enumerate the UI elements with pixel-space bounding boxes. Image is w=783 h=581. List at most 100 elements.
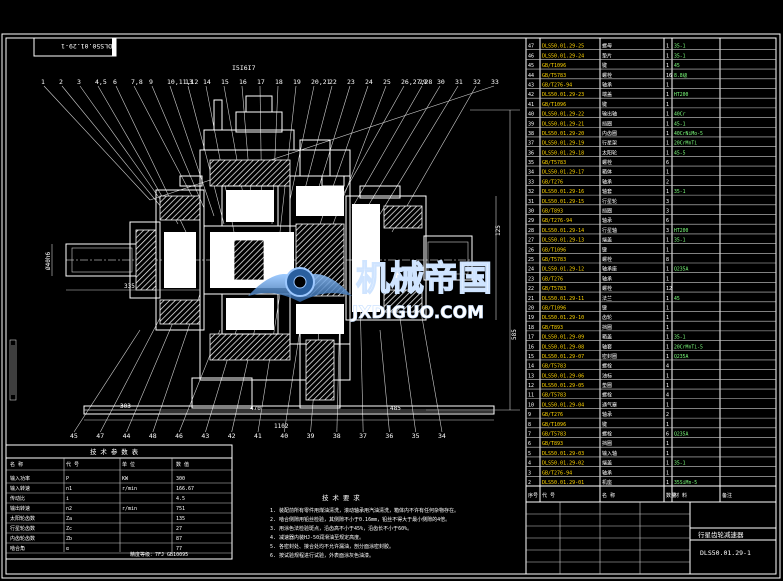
tech-cell: Za [66,516,72,522]
bom-cell: 39 [528,121,534,127]
balloon-leader [289,85,315,201]
balloon-number: 7,8 [131,78,143,86]
top-drawing-number-box: DLS50.01.29-1 [33,37,117,57]
balloon-leader [351,85,423,209]
tech-cell: 传动比 [10,495,25,502]
balloon-number: 38 [333,432,341,440]
bom-cell: 20CrMnTi-5 [674,344,703,350]
bom-cell: DLS50.01.29-21 [542,121,584,127]
bom-cell: 1 [666,92,669,98]
dim-H1: 585 [511,329,518,340]
bom-cell: GB/T5783 [542,432,566,438]
balloon-number: 22 [329,78,337,86]
bom-cell: 键 [602,421,607,428]
dim-L1: 335 [124,283,135,290]
bom-cell: 8 [528,422,531,428]
bom-cell: Q235A [674,432,689,438]
tech-header-cell: 单 位 [122,461,135,468]
balloon-number: 3 [77,78,81,86]
bom-cell: DLS50.01.29-13 [542,238,584,244]
bom-cell: 密封圈 [602,353,617,360]
bom-cell: 垫圈 [602,382,612,389]
bom-cell: 螺栓 [602,256,612,263]
bom-cell: DLS50.01.29-04 [542,402,584,408]
bom-cell: 37 [528,141,534,147]
tech-requirements: 技 术 要 求 1. 装配前所有零件用煤油清洗，滚动轴承用汽油清洗，箱体内不许有… [270,493,459,559]
bom-cell: 22 [528,286,534,292]
tech-cell: 77 [176,546,182,552]
housing-foot-right [299,329,341,409]
bom-cell: 35-1 [674,189,686,195]
bom-cell: 4 [528,461,531,467]
tech-cell: 输出转速 [10,505,30,512]
tech-cell: r/min [122,506,137,512]
tech-cell: 751 [176,506,185,512]
balloon-leader [43,85,151,201]
balloon-number: 36 [385,432,393,440]
title-block-name: 行星齿轮减速器 [698,530,744,539]
bom-cell: GB/T5783 [542,73,566,79]
bom-cell: DLS50.01.29-09 [542,335,584,341]
bom-cell: 太阳轮 [602,149,617,156]
bom-cell: 端盖 [602,91,612,98]
bom-cell: 16 [528,344,534,350]
watermark-en: JXDIGUO.COM [351,303,484,323]
bom-cell: 6 [666,160,669,166]
bom-cell: 4 [666,364,669,370]
bom-cell: DLS50.01.29-07 [542,354,584,360]
balloon-number: 4,5 [95,78,107,86]
bom-cell: 挡圈 [602,324,612,331]
bom-cell: 1 [666,335,669,341]
bom-cell: DLS50.01.29-01 [542,480,584,486]
bom-cell: 1 [666,296,669,302]
bom-cell: 螺栓 [602,363,612,370]
bom-cell: 24 [528,267,534,273]
dimension-lines: Ø40h6 335 303 470 1102 485 585 125 [45,109,520,430]
balloon-leader [339,85,405,201]
balloon-number: 43 [201,432,209,440]
balloon-number: 1 [41,78,45,86]
bom-cell: 1 [666,121,669,127]
output-shaft [423,235,473,281]
bom-cell: HT200 [674,92,689,98]
bom-cell: 1 [666,170,669,176]
bom-cell: GB/T893 [542,441,563,447]
bom-cell: 2 [666,412,669,418]
bom-cell: 45-1 [674,121,686,127]
bom-cell: 1 [666,102,669,108]
bom-cell: 3 [666,228,669,234]
balloon-number: 15 [221,78,229,86]
bom-cell: 35-1 [674,461,686,467]
bom-cell: 20 [528,305,534,311]
balloon-number: 40 [280,432,288,440]
bom-cell: 17 [528,335,534,341]
balloon-number: 31 [455,78,463,86]
bom-cell: DLS50.01.29-11 [542,296,584,302]
bom-cell: 1 [666,247,669,253]
bom-cell: 40CrNiMo-5 [674,131,703,137]
balloon-number: 37 [359,432,367,440]
bom-cell: 34 [528,170,534,176]
balloon-number: 6 [113,78,117,86]
balloon-leader [283,329,301,433]
balloon-number: 47 [96,432,104,440]
balloon-leader [133,85,195,201]
bom-cell: 1 [666,480,669,486]
bom-cell: 挡圈 [602,120,612,127]
balloon-leader [187,85,225,225]
bom-cell: 3 [528,470,531,476]
bom-cell: 机座 [602,479,612,486]
housing-foot-left [191,377,253,409]
bom-cell: 1 [666,150,669,156]
balloon-number: 44 [123,432,131,440]
bom-cell: 41 [528,102,534,108]
bom-cell: 键 [602,304,607,311]
top-drawing-number: DLS50.01.29-1 [61,42,112,50]
bom-cell: DLS50.01.29-23 [542,92,584,98]
bom-cell: 11 [528,393,534,399]
bom-cell: GB/T5783 [542,393,566,399]
ring-gear-bottom [209,333,291,361]
balloon-leader [79,85,173,217]
bom-cell: 轴承 [602,178,612,185]
